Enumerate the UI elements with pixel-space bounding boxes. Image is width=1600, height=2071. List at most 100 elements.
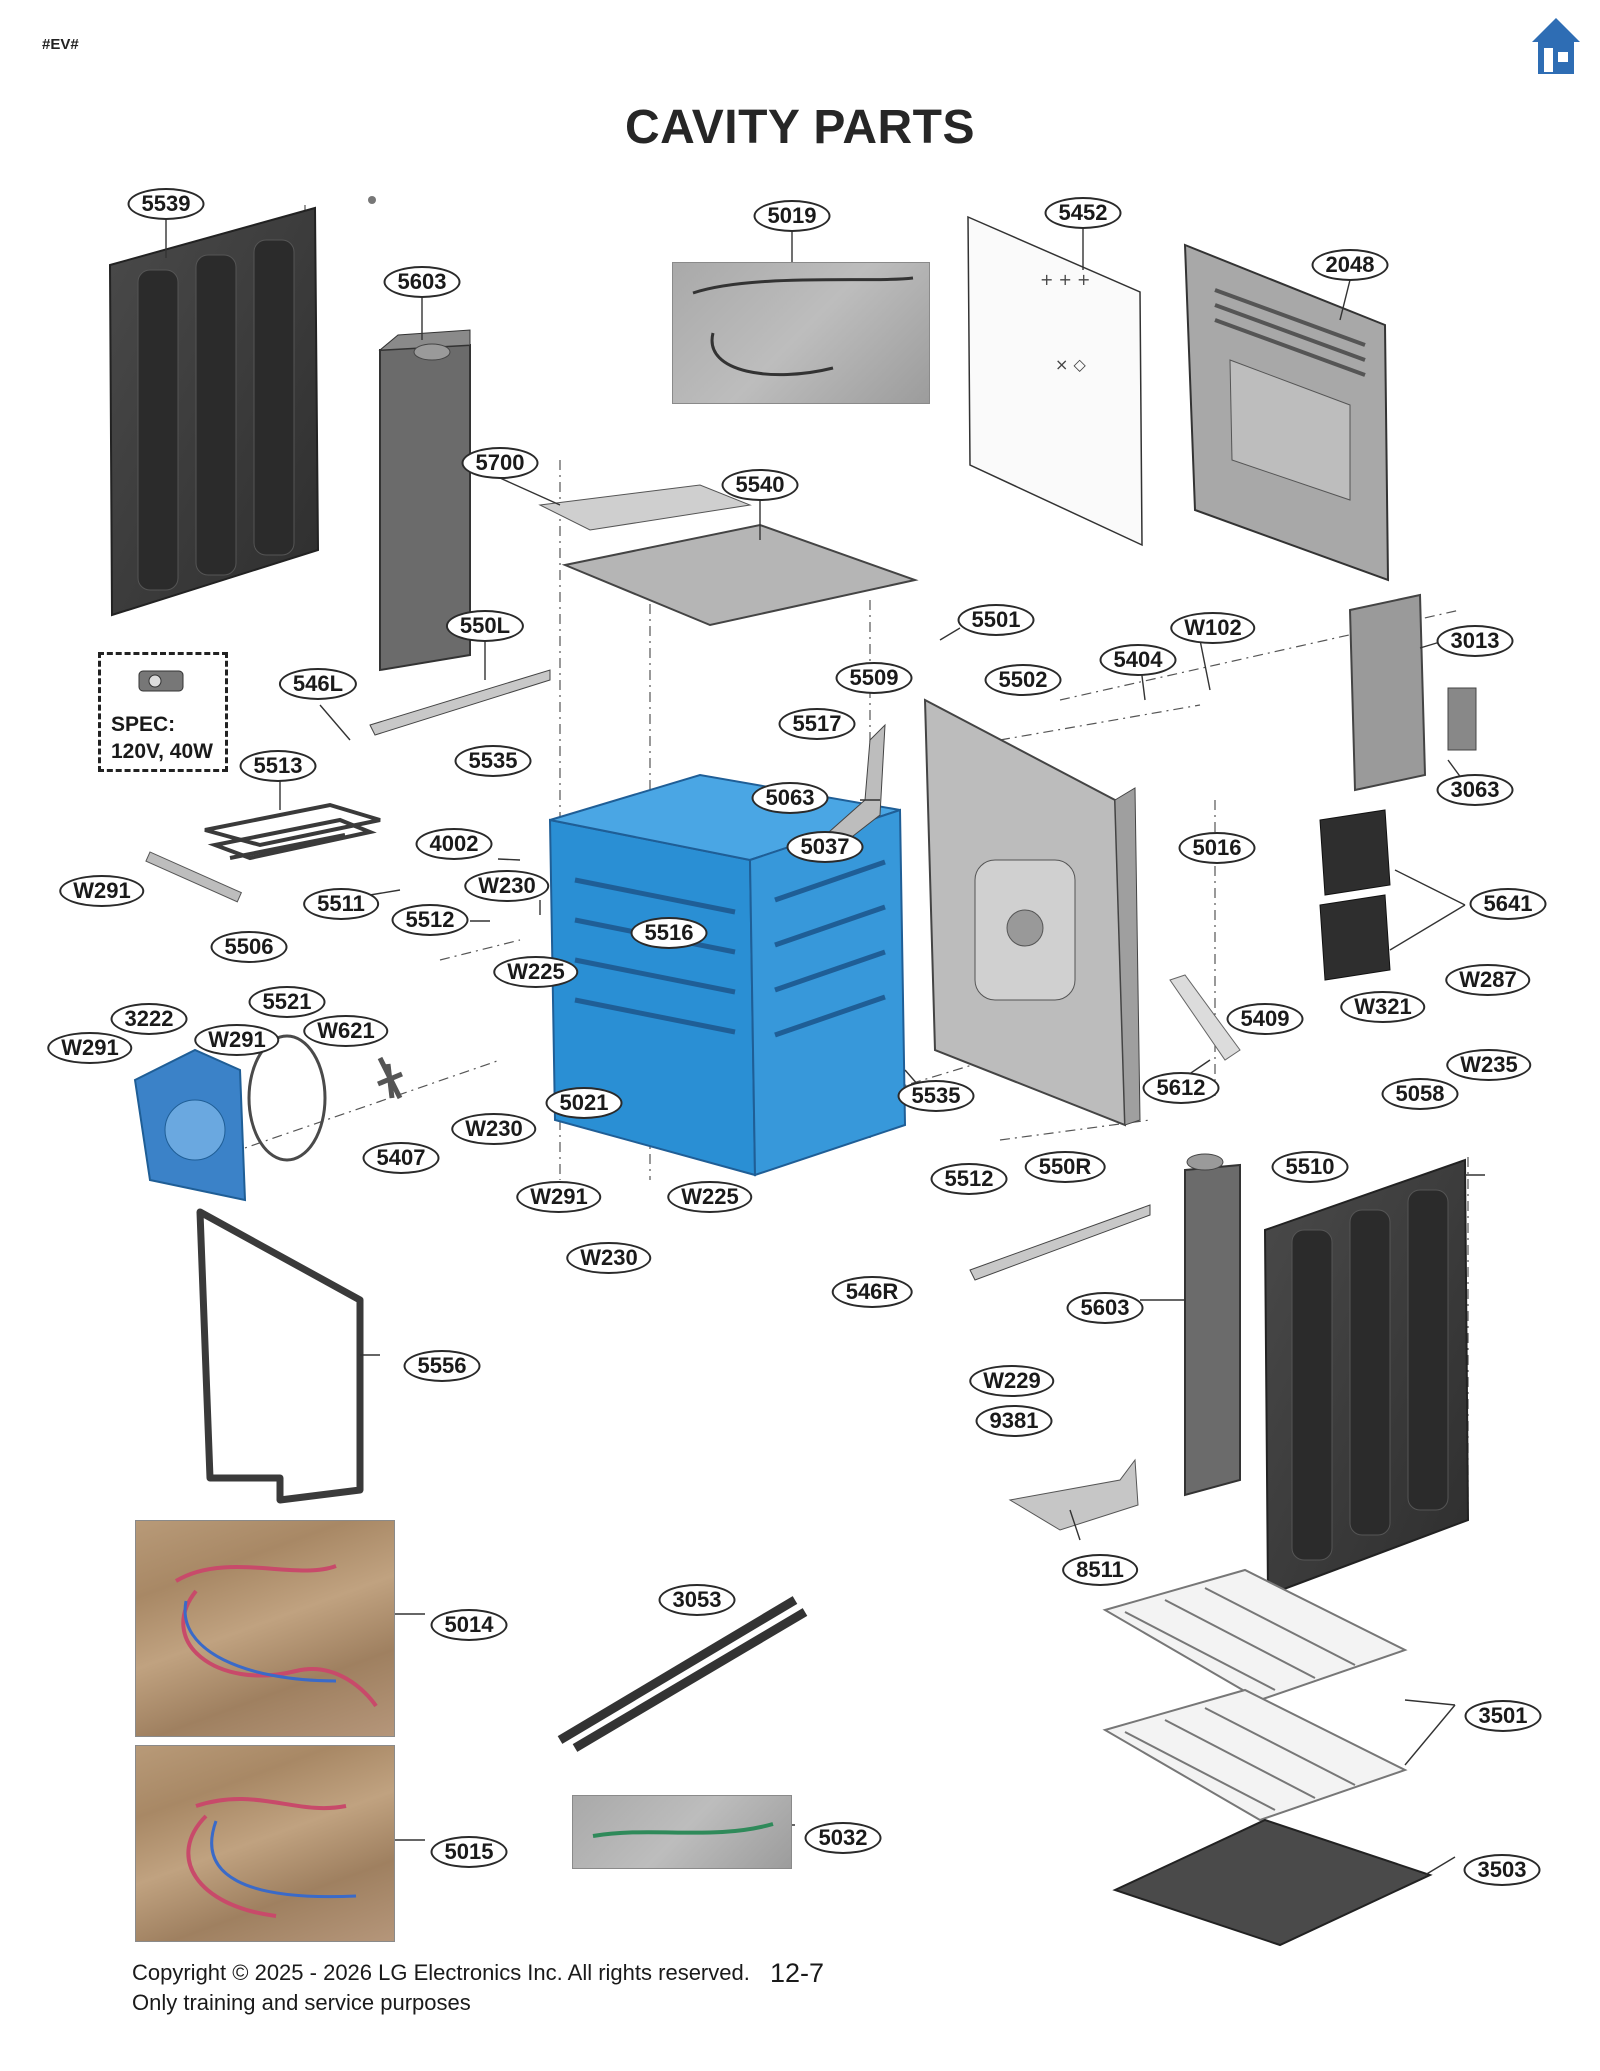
photo-wire-harness-5015	[135, 1745, 395, 1942]
top-panel	[538, 484, 919, 627]
callout-label: 5021	[545, 1087, 623, 1119]
callout-label: 5612	[1142, 1072, 1220, 1104]
callout-label: 3013	[1436, 625, 1514, 657]
callout-label: 550R	[1024, 1151, 1106, 1183]
callout-label: W102	[1170, 612, 1256, 644]
callout-label: 2048	[1311, 249, 1389, 281]
air-fry-basket-3503	[1112, 1818, 1433, 1947]
callout-label: 9381	[975, 1405, 1053, 1437]
convection-element-5521	[247, 1034, 327, 1162]
callout-label: 5535	[454, 745, 532, 777]
control-modules-5641	[1319, 809, 1391, 981]
callout-label: 5510	[1271, 1151, 1349, 1183]
callout-label: 5501	[957, 604, 1035, 636]
rear-cavity-plate	[923, 698, 1141, 1127]
callout-label: 546L	[278, 668, 358, 700]
spec-label: SPEC:	[111, 713, 176, 736]
callout-label: 3503	[1463, 1854, 1541, 1886]
oven-rack-upper	[1102, 1568, 1408, 1702]
callout-label: 5603	[383, 266, 461, 298]
callout-label: 5517	[778, 708, 856, 740]
callout-label: W291	[516, 1181, 602, 1213]
callout-label: 3501	[1464, 1700, 1542, 1732]
callout-label: 5452	[1044, 197, 1122, 229]
page-title: CAVITY PARTS	[624, 101, 976, 154]
callout-label: W621	[303, 1015, 389, 1047]
document-tag: #EV#	[42, 36, 79, 53]
callout-label: 3063	[1436, 774, 1514, 806]
callout-label: W230	[464, 870, 550, 902]
photo-wire-harness-5014	[135, 1520, 395, 1737]
fan-cover-3222	[133, 1048, 247, 1202]
page-number: 12-7	[770, 1958, 825, 1988]
heater-5513	[204, 802, 381, 861]
photo-wire-harness-5019	[672, 262, 930, 404]
footer: Copyright © 2025 - 2026 LG Electronics I…	[132, 1958, 750, 2018]
svg-text:× ◇: × ◇	[1055, 355, 1086, 374]
callout-label: W321	[1340, 991, 1426, 1023]
callout-label: 5016	[1178, 832, 1256, 864]
callout-label: W225	[667, 1181, 753, 1213]
cavity-box	[548, 773, 907, 1177]
callout-label: W291	[47, 1032, 133, 1064]
callout-label: 5700	[461, 447, 539, 479]
side-panel-left	[108, 206, 320, 617]
spec-box: SPEC: 120V, 40W	[98, 652, 228, 772]
callout-label: 5516	[630, 917, 708, 949]
oven-rack-lower	[1102, 1688, 1408, 1822]
photo-ground-wire-5032	[572, 1795, 792, 1869]
callout-label: 550L	[445, 610, 525, 642]
rear-cover-panel	[1183, 243, 1390, 582]
callout-label: 5540	[721, 469, 799, 501]
callout-label: 5404	[1099, 644, 1177, 676]
gasket-5556	[196, 1208, 364, 1504]
callout-label: 5032	[804, 1822, 882, 1854]
rail-right	[969, 1204, 1151, 1281]
callout-label: 546R	[831, 1276, 913, 1308]
spec-value: 120V, 40W	[111, 740, 213, 763]
callout-label: 5509	[835, 662, 913, 694]
purpose-text: Only training and service purposes	[132, 1990, 471, 2015]
callout-label: 5556	[403, 1350, 481, 1382]
callout-label: 5015	[430, 1836, 508, 1868]
door-seal-3053	[557, 1596, 808, 1752]
lamp-socket-icon	[138, 670, 184, 692]
callout-label: 5019	[753, 200, 831, 232]
callout-label: 5641	[1469, 888, 1547, 920]
callout-label: 5512	[391, 904, 469, 936]
callout-label: W230	[566, 1242, 652, 1274]
callout-label: W291	[194, 1024, 280, 1056]
heater-guard-5506	[145, 851, 243, 903]
bracket-8511	[1008, 1458, 1139, 1531]
callout-label: 5513	[239, 750, 317, 782]
copyright-text: Copyright © 2025 - 2026 LG Electronics I…	[132, 1960, 750, 1985]
callout-label: 5512	[930, 1163, 1008, 1195]
callout-label: W229	[969, 1365, 1055, 1397]
callout-label: 5521	[248, 986, 326, 1018]
callout-label: 4002	[415, 828, 493, 860]
fan-blade-5407	[377, 1056, 403, 1100]
callout-label: 5535	[897, 1080, 975, 1112]
callout-label: 5407	[362, 1142, 440, 1174]
callout-label: 3053	[658, 1584, 736, 1616]
callout-label: 5014	[430, 1609, 508, 1641]
duct-right	[1184, 1153, 1241, 1497]
plate-5612	[1169, 974, 1241, 1061]
callout-label: 5063	[751, 782, 829, 814]
duct-left	[378, 329, 471, 672]
svg-text:+ + +: + + +	[1040, 270, 1090, 289]
callout-label: 5511	[303, 888, 379, 920]
callout-label: 5058	[1381, 1078, 1459, 1110]
callout-label: W287	[1445, 964, 1531, 996]
side-panel-right	[1263, 1158, 1470, 1597]
callout-label: 5409	[1226, 1003, 1304, 1035]
callout-label: 5502	[984, 664, 1062, 696]
home-icon[interactable]	[1530, 16, 1582, 76]
callout-label: 5603	[1066, 1292, 1144, 1324]
rear-wall-panel: + + + × ◇	[967, 215, 1143, 547]
callout-label: 3222	[110, 1003, 188, 1035]
callout-label: 5506	[210, 931, 288, 963]
callout-label: W235	[1446, 1049, 1532, 1081]
callout-label: 5539	[127, 188, 205, 220]
